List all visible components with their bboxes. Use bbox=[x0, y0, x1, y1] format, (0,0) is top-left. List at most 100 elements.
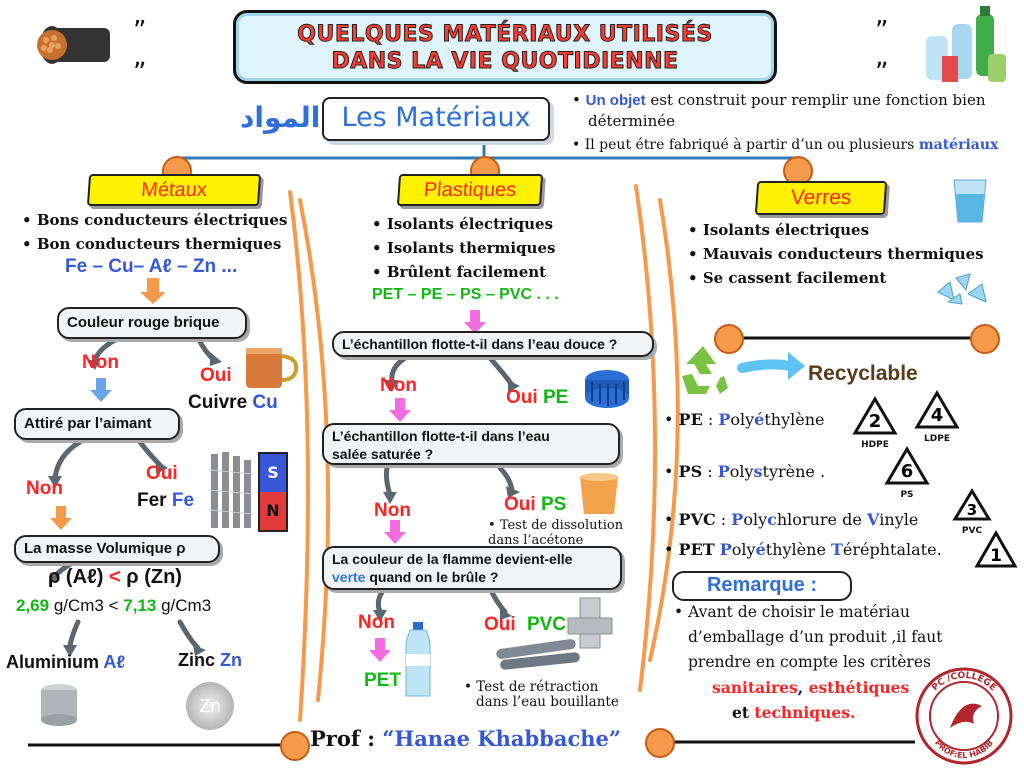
plastiques-oui-2: Oui PS bbox=[504, 494, 567, 515]
title-line-1: QUELQUES MATÉRIAUX UTILISÉS bbox=[297, 22, 713, 48]
resin-code-6-number: 6 bbox=[901, 461, 914, 482]
polymer-name-part: V bbox=[866, 510, 880, 529]
question-couleur-rouge: Couleur rouge brique bbox=[57, 307, 247, 339]
question-attire-aimant: Attiré par l’aimant bbox=[14, 408, 180, 440]
cuivre-label: Cuivre Cu bbox=[188, 392, 278, 413]
polymer-name-part: s bbox=[753, 462, 763, 481]
resin-code-2-icon: 2 HDPE bbox=[852, 396, 898, 452]
metaux-non-2: Non bbox=[26, 478, 63, 499]
node-dot-recycle-left bbox=[714, 324, 744, 354]
plastiques-list: PET – PE – PS – PVC . . . bbox=[372, 286, 559, 303]
water-bottle-image bbox=[400, 622, 436, 700]
polymer-name-part: oly bbox=[730, 410, 755, 429]
resin-code-6-icon: 6 PS bbox=[884, 446, 930, 502]
recyclable-label: Recyclable bbox=[808, 362, 918, 385]
metaux-properties: • Bons conducteurs électriques • Bon con… bbox=[22, 208, 312, 256]
plastiques-prop-2: • Isolants thermiques bbox=[372, 239, 556, 257]
tag-metaux: Métaux bbox=[86, 174, 262, 206]
recycle-icon bbox=[676, 342, 730, 396]
polymer-name-part: T bbox=[831, 540, 843, 559]
copper-cable-image bbox=[22, 20, 112, 70]
polymer-name-part: inyle bbox=[879, 510, 919, 529]
polymer-name-part: é bbox=[754, 410, 765, 429]
fer-label: Fer Fe bbox=[137, 490, 195, 511]
pvc-note: • Test de rétraction dans l’eau bouillan… bbox=[464, 679, 619, 710]
polymer-name-part: c bbox=[767, 510, 777, 529]
resin-code-2-number: 2 bbox=[869, 411, 882, 432]
metaux-list: Fe – Cu– Aℓ – Zn ... bbox=[65, 256, 238, 277]
plastiques-prop-1: • Isolants électriques bbox=[372, 215, 554, 233]
polymer-name-part: thylène bbox=[764, 410, 825, 429]
plastiques-oui-1: Oui PE bbox=[506, 387, 569, 408]
resin-code-4-number: 4 bbox=[931, 405, 944, 426]
plastiques-properties: • Isolants électriques • Isolants thermi… bbox=[372, 212, 632, 284]
polymer-name-part: thylène bbox=[765, 540, 831, 559]
blue-cap-image bbox=[582, 366, 632, 412]
ps-cup-image bbox=[574, 470, 624, 516]
metaux-non-1: Non bbox=[82, 352, 119, 373]
quote-marks-left: ”„ bbox=[133, 16, 147, 72]
resin-code-2-label: HDPE bbox=[861, 440, 889, 450]
recycle-item-pvc: • PVC : Polychlorure de Vinyle bbox=[664, 510, 919, 529]
remarque-box: Remarque : bbox=[672, 571, 852, 601]
magnet-icon: S N bbox=[258, 452, 288, 532]
materials-heading: Les Matériaux bbox=[322, 97, 550, 141]
college-stamp: PC /COLLEGE PROF:EL HABIB bbox=[912, 666, 1016, 766]
polymer-name-part: hlorure de bbox=[776, 510, 867, 529]
node-dot-footer-right bbox=[645, 728, 675, 758]
resin-code-3-number: 3 bbox=[967, 501, 977, 519]
plastic-bottles-image bbox=[918, 4, 1008, 86]
rebar-image bbox=[205, 450, 257, 530]
question-masse-volumique: La masse Volumique ρ bbox=[14, 535, 220, 563]
recycle-item-pet: • PET Polyéthylène Téréphtalate. bbox=[664, 540, 942, 559]
aluminium-label: Aluminium Aℓ bbox=[6, 652, 126, 672]
ps-note: • Test de dissolution dans l’acétone bbox=[488, 518, 624, 548]
remarque-text: • Avant de choisir le matériau d’emballa… bbox=[674, 603, 943, 722]
pet-label: PET bbox=[364, 670, 401, 691]
question-eau-douce: L’échantillon flotte-t-il dans l’eau dou… bbox=[332, 331, 654, 357]
polymer-name-part: P bbox=[718, 410, 731, 429]
question-eau-salee: L’échantillon flotte-t-il dans l’eau sal… bbox=[322, 423, 620, 465]
resin-code-1-number: 1 bbox=[990, 546, 1002, 566]
verres-prop-2: • Mauvais conducteurs thermiques bbox=[688, 245, 984, 263]
plastiques-prop-3: • Brûlent facilement bbox=[372, 263, 547, 281]
plastiques-non-1: Non bbox=[380, 375, 417, 396]
resin-code-3-icon: 3 PVC bbox=[952, 488, 992, 538]
tag-verres: Verres bbox=[754, 181, 888, 215]
polymer-name-part: P bbox=[731, 510, 744, 529]
resin-code-4-icon: 4 LDPE bbox=[914, 390, 960, 446]
aluminium-can-image bbox=[36, 680, 82, 728]
footer-author: Prof : “Hanae Khabbache” bbox=[310, 726, 621, 751]
node-dot-footer-left bbox=[280, 731, 310, 761]
recycle-item-ps: • PS : Polystyrène . bbox=[664, 462, 826, 481]
metaux-prop-1: • Bons conducteurs électriques bbox=[22, 211, 288, 229]
plastiques-non-3: Non bbox=[358, 612, 395, 633]
intro-note-2: • Il peut étre fabriqué à partir d’un ou… bbox=[572, 137, 999, 153]
rho-comparison: ρ (Aℓ) < ρ (Zn) bbox=[48, 566, 182, 588]
pvc-pipes-image bbox=[496, 596, 616, 676]
verres-properties: • Isolants électriques • Mauvais conduct… bbox=[688, 218, 1018, 290]
metaux-prop-2: • Bon conducteurs thermiques bbox=[22, 235, 282, 253]
verres-prop-1: • Isolants électriques bbox=[688, 221, 870, 239]
plastiques-oui-3: Oui PVC bbox=[484, 614, 567, 635]
materials-label: Les Matériaux bbox=[341, 102, 531, 133]
intro-note-1-key: Un objet bbox=[585, 92, 646, 109]
quote-marks-right: ”„ bbox=[875, 16, 889, 72]
broken-glass-image bbox=[936, 272, 990, 306]
zinc-coin-image: Zn bbox=[186, 682, 234, 730]
recycle-item-pe: • PE : Polyéthylène bbox=[664, 410, 825, 429]
title-line-2: DANS LA VIE QUOTIDIENNE bbox=[331, 49, 679, 75]
node-dot-recycle-right bbox=[970, 324, 1000, 354]
polymer-name-part: P bbox=[719, 540, 732, 559]
polymer-name-part: éréphtalate. bbox=[842, 540, 942, 559]
resin-code-1-icon: 1 bbox=[974, 529, 1018, 570]
polymer-name-part: oly bbox=[731, 540, 756, 559]
tag-plastiques: Plastiques bbox=[396, 174, 544, 206]
resin-code-3-label: PVC bbox=[961, 526, 983, 536]
title-banner: QUELQUES MATÉRIAUX UTILISÉS DANS LA VIE … bbox=[233, 10, 777, 84]
resin-code-4-label: LDPE bbox=[924, 434, 950, 444]
polymer-name-part: é bbox=[755, 540, 766, 559]
density-values: 2,69 g/Cm3 < 7,13 g/Cm3 bbox=[16, 596, 212, 615]
zinc-label: Zinc Zn bbox=[178, 650, 243, 670]
polymer-name-part: P bbox=[717, 462, 730, 481]
